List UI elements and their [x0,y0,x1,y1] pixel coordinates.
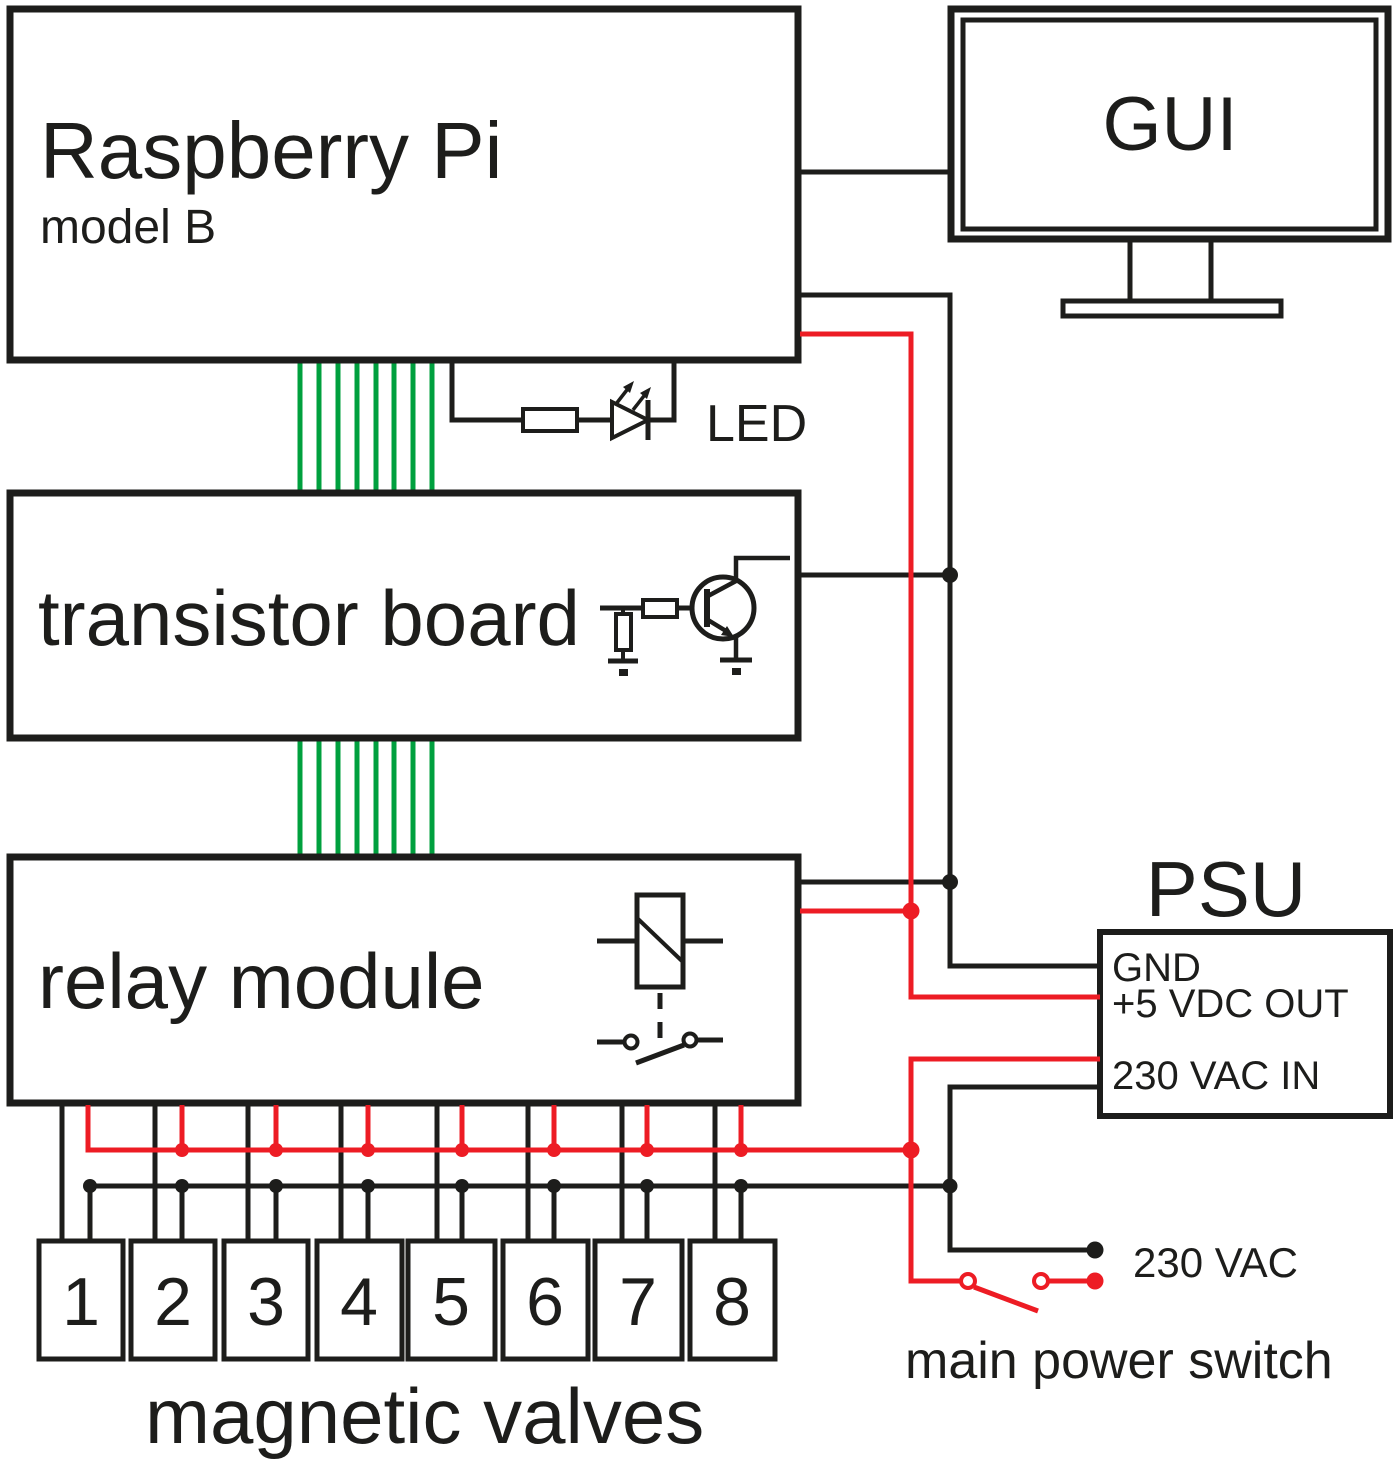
valve-box-6 [500,1238,591,1362]
wire-psu-230vac-live [908,1056,1100,1284]
led-circuit-wire [449,362,677,423]
main-power-switch-label: main power switch [905,1332,1333,1390]
raspberry-pi-box [6,5,802,364]
bus-junction-dot [83,1179,97,1193]
junction-dot-red [902,1141,920,1159]
red-junctions [175,902,1104,1290]
valve-number-6: 6 [526,1264,564,1340]
relay-module-box [6,853,802,1107]
black-wires [59,169,1100,1253]
monitor-screen [960,17,1379,232]
gpio-ribbon-wires [297,362,435,857]
emitter-arrowhead [721,626,734,637]
valve-number-5: 5 [432,1264,470,1340]
led-arrowhead [623,381,634,393]
neutral-bus-to-valve-stubs [87,1186,744,1243]
psu-port-5vdc: +5 VDC OUT [1112,982,1349,1026]
bus-junction-dot [269,1179,283,1193]
magnetic-valves-caption: magnetic valves [145,1372,704,1460]
valve-box-5 [405,1238,498,1362]
bus-junction-dot-red [734,1143,748,1157]
led-label: LED [706,395,807,453]
labels: Raspberry Pi model B GUI LED transistor … [38,82,1349,1460]
valve-box-3 [221,1238,311,1362]
relay-contact-leads [597,1037,723,1045]
gui-label: GUI [1102,82,1237,167]
transistor-base-resistor [641,598,679,619]
live-bus-relay-stubs [179,1105,744,1150]
raspberry-pi-subtitle: model B [40,201,216,254]
bus-junction-dot [547,1179,561,1193]
transistor-pulldown-resistor [614,612,633,652]
mains-terminal-live [1086,1272,1104,1290]
bus-junction-dot-red [547,1143,561,1157]
mains-terminal-neutral [1086,1241,1104,1259]
valve-numbers: 1 2 3 4 5 6 7 8 [62,1264,751,1340]
relay-coil-diagonal [635,916,685,964]
bus-junction-dot-red [269,1143,283,1157]
valve-box-1 [36,1238,126,1362]
valve-box-8 [687,1238,778,1362]
junction-dot [942,1178,958,1194]
component-symbols [521,384,790,1066]
psu-box [1097,929,1393,1119]
psu-title: PSU [1146,845,1306,933]
bus-junction-dot [361,1179,375,1193]
transistor-board-box [6,489,802,742]
ground-dot [619,669,628,676]
valve-number-2: 2 [154,1264,192,1340]
valve-box-2 [128,1238,218,1362]
main-switch-contact-left [959,1272,977,1290]
valve-number-3: 3 [247,1264,285,1340]
junction-dot [942,567,958,583]
ground-dot [732,668,741,675]
bus-junction-dot-red [455,1143,469,1157]
valve-boxes [36,1238,778,1362]
ribbon-rpi-to-transistor [297,362,435,492]
relay-module-label: relay module [38,937,485,1025]
main-switch-blade [973,1284,1039,1314]
bus-junction-dot [640,1179,654,1193]
transistor-emitter [706,618,739,658]
bus-junction-dot-red [640,1143,654,1157]
led-arrowhead [640,387,651,399]
led-resistor-symbol [521,407,579,433]
wire-psu-230vac-neutral [947,1084,1100,1253]
block-outlines [6,5,1393,1362]
junction-dot [942,874,958,890]
bus-junction-dot [175,1179,189,1193]
ribbon-transistor-to-relay [297,738,435,857]
live-bus [85,1105,911,1153]
psu-port-gnd: GND [1112,946,1201,990]
monitor-stand-base [1060,298,1284,319]
junction-dot-red [902,902,920,920]
bus-junction-dot [455,1179,469,1193]
valve-box-7 [592,1238,685,1362]
wire-rpi-gnd-to-psu [800,292,1100,969]
mains-voltage-label: 230 VAC [1133,1239,1298,1286]
relay-contact-left [622,1033,640,1051]
bus-junction-dot [734,1179,748,1193]
black-junctions [83,381,1104,1259]
valve-number-7: 7 [619,1264,657,1340]
valve-number-4: 4 [340,1264,378,1340]
led-diode-triangle [610,398,653,442]
relay-contact-right [681,1031,699,1049]
bus-junction-dot-red [175,1143,189,1157]
valve-number-8: 8 [713,1264,751,1340]
raspberry-pi-title: Raspberry Pi [40,106,502,195]
relay-switch-blade [635,1042,685,1066]
red-wires [85,331,1100,1314]
psu-port-230vac: 230 VAC IN [1112,1054,1320,1098]
valve-number-1: 1 [62,1264,100,1340]
monitor-outer-frame [947,5,1392,243]
transistor-board-label: transistor board [38,574,580,662]
valve-box-4 [314,1238,405,1362]
monitor-stand-neck [1127,242,1214,301]
wire-5v-rpi-to-psu [800,331,1100,1000]
transistor-collector [706,555,790,598]
relay-to-valve-wires [59,1105,718,1243]
main-switch-contact-right [1032,1272,1050,1290]
bus-junction-dot-red [361,1143,375,1157]
